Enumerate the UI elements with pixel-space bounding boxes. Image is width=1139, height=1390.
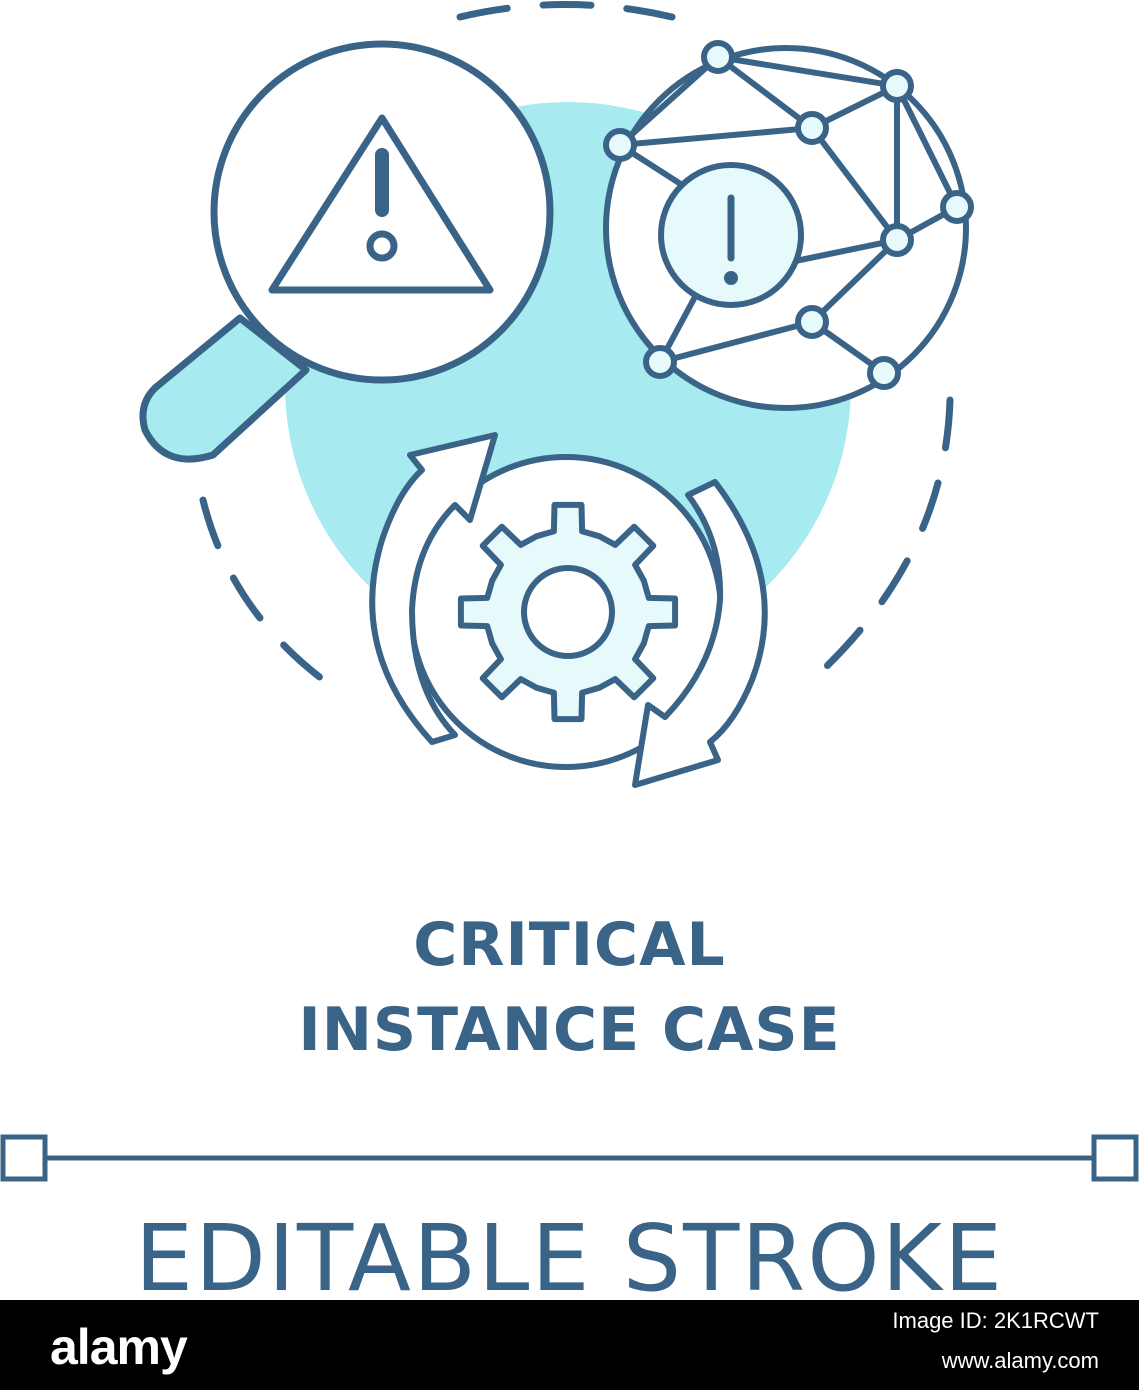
title-line-1: CRITICAL: [413, 910, 726, 980]
dashed-outer-ring: [199, 1, 954, 686]
network-nodes: [603, 40, 974, 390]
alamy-logo: alamy: [50, 1319, 188, 1375]
cycle-arrow-right: [632, 479, 768, 788]
gear-cycle-icon: [369, 432, 768, 788]
stroke-handle-left: [0, 1134, 48, 1182]
cycle-arrow-left: [369, 432, 498, 745]
editable-stroke-caption: EDITABLE STROKE: [134, 1205, 1005, 1312]
critical-instance-case-icon: [0, 1, 1139, 1182]
stroke-handle-right: [1091, 1134, 1139, 1182]
title-line-2: INSTANCE CASE: [298, 995, 841, 1065]
magnifier-handle: [139, 314, 310, 463]
gear-hub: [521, 565, 615, 659]
network-alert-globe-icon: [603, 40, 974, 411]
site-url: www.alamy.com: [941, 1348, 1099, 1373]
editable-stroke-bar: [0, 1134, 1139, 1182]
image-id-label: Image ID: 2K1RCWT: [892, 1308, 1099, 1333]
watermark-footer: alamy Image ID: 2K1RCWT www.alamy.com: [0, 1300, 1139, 1390]
magnifier-warning-icon: [139, 40, 554, 463]
